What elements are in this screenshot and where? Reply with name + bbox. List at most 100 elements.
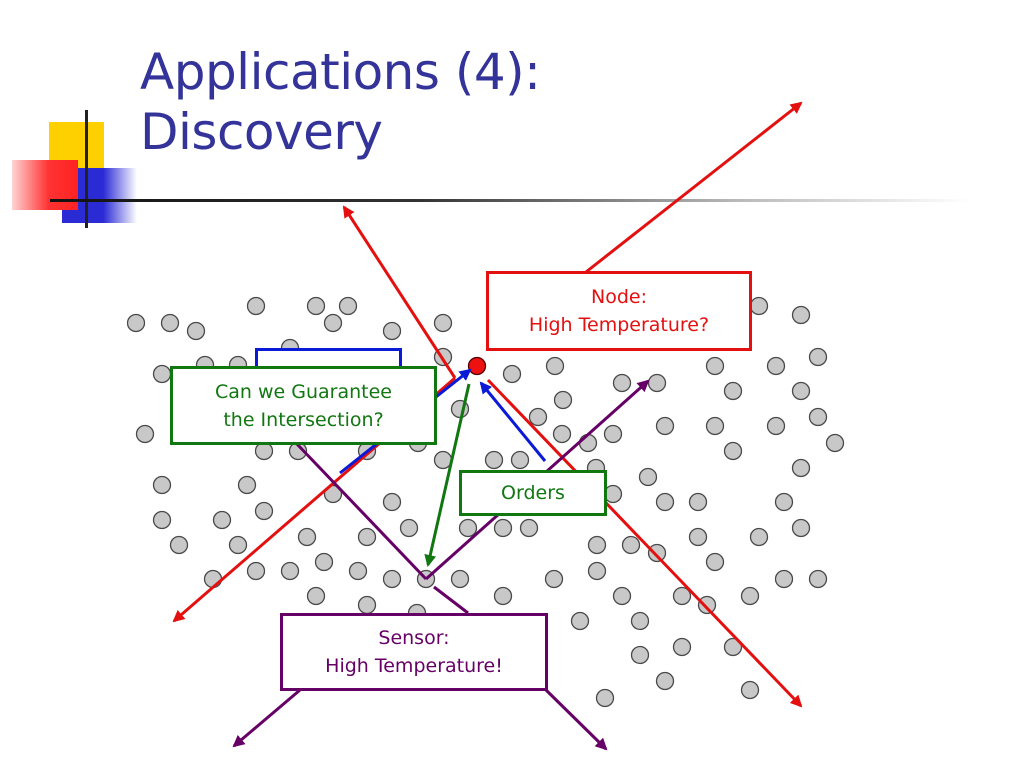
guarantee-label-line-1: Can we Guarantee <box>215 380 392 403</box>
slide-title-line-1: Applications (4): <box>140 43 541 101</box>
sensor-node <box>502 364 522 384</box>
sensor-node <box>774 569 794 589</box>
sensor-node <box>603 424 623 444</box>
sensor-label-line-2: High Temperature! <box>325 655 503 677</box>
sensor-node <box>647 543 667 563</box>
sensor-node <box>297 527 317 547</box>
deco-vertical-rule <box>85 110 88 228</box>
slide-title: Applications (4): Discovery <box>140 42 541 162</box>
sensor-node <box>791 458 811 478</box>
arrow-layer <box>172 101 803 751</box>
sensor-node <box>544 569 564 589</box>
sensor-node <box>254 441 274 461</box>
sensor-node <box>458 518 478 538</box>
sensor-node <box>280 561 300 581</box>
sensor-node <box>697 595 717 615</box>
sensor-node <box>323 484 343 504</box>
sensor-node <box>553 390 573 410</box>
sensor-node <box>603 484 623 504</box>
sensor-node <box>357 527 377 547</box>
guarantee-label-line-2: the Intersection? <box>223 408 384 431</box>
sensor-node <box>545 356 565 376</box>
sensor-node <box>587 535 607 555</box>
sensor-node <box>723 381 743 401</box>
sensor-node <box>630 645 650 665</box>
sensor-node <box>766 356 786 376</box>
title-underline <box>50 199 970 202</box>
sensor-node <box>493 518 513 538</box>
sensor-node <box>672 637 692 657</box>
sensor-node <box>672 586 692 606</box>
sensor-node <box>705 552 725 572</box>
sensor-node <box>152 475 172 495</box>
guarantee-label-box: Can we Guarantee the Intersection? <box>170 366 437 445</box>
sensor-node <box>749 296 769 316</box>
sensor-node <box>510 450 530 470</box>
sensor-node <box>160 313 180 333</box>
sensor-node <box>186 321 206 341</box>
sensor-node <box>612 586 632 606</box>
sensor-node <box>705 416 725 436</box>
sensor-node <box>126 313 146 333</box>
sensor-node <box>433 313 453 333</box>
purple-axis-stub <box>433 585 469 615</box>
sensor-node <box>688 527 708 547</box>
sensor-node <box>382 569 402 589</box>
sensor-node <box>740 586 760 606</box>
sensor-node <box>228 535 248 555</box>
red-axis-arrow-down-right <box>486 378 803 708</box>
red-axis-arrow-up-right <box>585 101 803 274</box>
sensor-node <box>638 467 658 487</box>
sensor-node <box>705 356 725 376</box>
sensor-node <box>382 321 402 341</box>
sensor-node <box>578 433 598 453</box>
sensor-node <box>688 492 708 512</box>
sensor-node <box>655 492 675 512</box>
sensor-node <box>791 305 811 325</box>
sensor-node <box>808 407 828 427</box>
slide-title-line-2: Discovery <box>140 103 383 161</box>
sensor-node <box>399 518 419 538</box>
sensor-node <box>306 586 326 606</box>
sensor-node <box>595 688 615 708</box>
sensor-node <box>655 416 675 436</box>
purple-axis-arrow-down-left <box>232 688 301 748</box>
orders-label-box: Orders <box>459 470 607 516</box>
red-axis-arrow-up-left <box>342 205 457 379</box>
sensor-node <box>338 296 358 316</box>
sensor-node <box>254 501 274 521</box>
sensor-node <box>493 586 513 606</box>
sensor-node <box>237 475 257 495</box>
sensor-label-box: Sensor: High Temperature! <box>280 613 548 691</box>
sensor-node <box>791 518 811 538</box>
sensor-node <box>484 450 504 470</box>
sensor-node <box>306 296 326 316</box>
sensor-node <box>450 569 470 589</box>
sensor-node <box>723 441 743 461</box>
sensor-node <box>519 518 539 538</box>
node-label-line-2: High Temperature? <box>528 314 710 336</box>
sensor-node <box>774 492 794 512</box>
sensor-node <box>749 527 769 547</box>
sensor-node <box>323 313 343 333</box>
sensor-node <box>212 510 232 530</box>
sensor-node <box>766 416 786 436</box>
sensor-node <box>203 569 223 589</box>
orders-label: Orders <box>501 482 565 504</box>
sensor-node <box>655 671 675 691</box>
node-label-box: Node: High Temperature? <box>486 271 752 351</box>
sensor-node <box>357 595 377 615</box>
purple-axis-arrow-down-right <box>544 688 608 751</box>
sensor-node <box>740 680 760 700</box>
sensor-node <box>570 611 590 631</box>
sensor-node <box>612 373 632 393</box>
sensor-node <box>152 510 172 530</box>
purple-axis-arrow-up-left <box>294 441 428 581</box>
sensor-node <box>528 407 548 427</box>
sensor-node <box>630 611 650 631</box>
sensor-node <box>152 364 172 384</box>
sensor-node <box>348 561 368 581</box>
blue-query-arrow-right <box>479 381 547 462</box>
